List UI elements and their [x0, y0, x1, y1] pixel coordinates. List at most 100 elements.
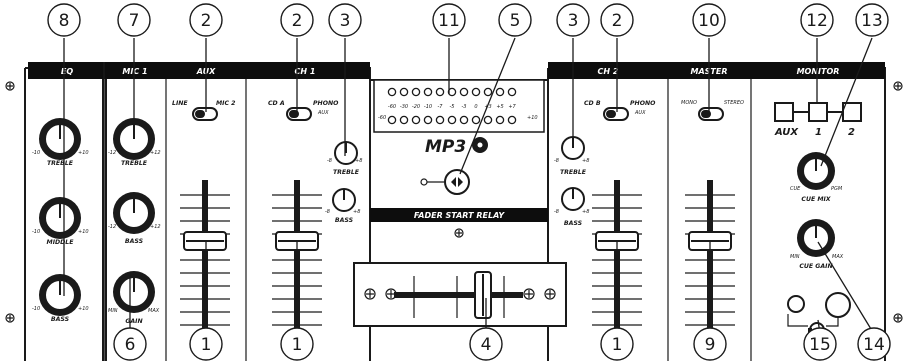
callout-2-aux: 2	[189, 3, 223, 37]
screw-icon	[893, 313, 903, 323]
mic1-treble-knob[interactable]	[113, 118, 155, 160]
monitor-header: MONITOR	[797, 67, 840, 76]
fader-start-band	[370, 208, 548, 222]
ch2-input-switch[interactable]	[603, 107, 629, 121]
eq-bass-min: -10	[32, 306, 40, 312]
ch1-switch-right-sub-label: AUX	[317, 110, 329, 116]
callout-15: 15	[803, 327, 837, 361]
meter-led-left-8	[483, 87, 493, 97]
cue-mix-knob[interactable]	[797, 152, 835, 190]
eq-middle-min: -10	[32, 229, 40, 235]
ch1-bass-knob[interactable]	[332, 188, 356, 212]
cue-gain-knob[interactable]	[797, 219, 835, 257]
eq-treble-knob[interactable]	[39, 118, 81, 160]
meter-led-right-10	[507, 115, 517, 125]
meter-right-label: +10	[527, 115, 538, 121]
master-switch-right-label: STEREO	[724, 100, 744, 106]
screw-icon	[454, 228, 464, 238]
ch1-switch-right-label: PHONO	[313, 100, 339, 107]
svg-text:9: 9	[705, 335, 716, 355]
callout-1-ch1: 1	[280, 327, 314, 361]
screw-icon	[893, 81, 903, 91]
svg-text:3: 3	[340, 11, 351, 31]
callout-14: 14	[857, 327, 891, 361]
callout-1-aux: 1	[189, 327, 223, 361]
ch1-bass-min: -8	[325, 209, 330, 215]
screw-icon	[364, 288, 376, 300]
meter-scale-label: -10	[424, 104, 432, 110]
mic1-treble-min: -12	[108, 150, 116, 156]
svg-text:10: 10	[698, 11, 720, 31]
meter-scale-label: -60	[388, 104, 396, 110]
aux-switch-right-label: MIC 2	[216, 100, 235, 107]
ch1-treble-knob[interactable]	[334, 141, 358, 165]
ch2-bass-max: +8	[582, 209, 589, 215]
meter-led-left-7	[471, 87, 481, 97]
meter-led-right-3	[423, 115, 433, 125]
mp3-logo: MP3	[425, 137, 466, 157]
svg-text:8: 8	[59, 11, 70, 31]
svg-text:1: 1	[201, 335, 212, 355]
monitor-source-2: 2	[848, 127, 855, 138]
aux-fader[interactable]	[180, 180, 230, 350]
ch2-switch-left-label: CD B	[584, 100, 601, 107]
ch1-input-switch[interactable]	[286, 107, 312, 121]
eq-bass-knob[interactable]	[39, 274, 81, 316]
meter-led-right-5	[447, 115, 457, 125]
meter-scale-label: +7	[508, 104, 516, 110]
aux-switch-left-label: LINE	[172, 100, 188, 107]
cue-gain-min: MIN	[790, 254, 800, 260]
ch2-bass-label: BASS	[564, 220, 583, 227]
monitor-source-1: 1	[815, 127, 822, 138]
mic1-header-band	[104, 62, 166, 79]
ch2-bass-knob[interactable]	[561, 187, 585, 211]
svg-text:4: 4	[481, 335, 492, 355]
callout-6: 6	[113, 327, 147, 361]
meter-led-right-8	[483, 115, 493, 125]
callout-4: 4	[469, 327, 503, 361]
svg-text:11: 11	[438, 11, 460, 31]
ch1-treble-min: -8	[327, 158, 332, 164]
svg-text:1: 1	[292, 335, 303, 355]
ch1-bass-label: BASS	[335, 217, 354, 224]
cue-gain-max: MAX	[832, 254, 844, 260]
eq-treble-min: -10	[32, 150, 40, 156]
svg-text:3: 3	[568, 11, 579, 31]
ch2-switch-right-label: PHONO	[630, 100, 656, 107]
ch2-treble-label: TREBLE	[560, 169, 587, 176]
monitor-source-selector[interactable]	[774, 102, 862, 122]
mono-stereo-switch[interactable]	[698, 107, 724, 121]
master-switch-left-label: MONO	[681, 100, 697, 106]
meter-led-left-0	[387, 87, 397, 97]
svg-text:5: 5	[510, 11, 521, 31]
callout-13: 13	[855, 3, 889, 37]
mic1-treble-max: +12	[150, 150, 161, 156]
screw-icon	[5, 81, 15, 91]
callout-11: 11	[432, 3, 466, 37]
meter-scale-label: -20	[412, 104, 420, 110]
ch1-header: CH 1	[295, 67, 316, 76]
ch2-treble-min: -8	[554, 158, 559, 164]
eq-middle-max: +10	[78, 229, 89, 235]
eq-middle-label: MIDDLE	[47, 239, 75, 246]
meter-led-right-9	[495, 115, 505, 125]
mic1-bass-knob[interactable]	[113, 192, 155, 234]
svg-text:12: 12	[806, 11, 828, 31]
mic1-bass-min: -12	[108, 224, 116, 230]
eq-header-band	[28, 62, 106, 79]
screw-icon	[523, 288, 535, 300]
mic1-gain-min: MIN	[108, 308, 118, 314]
callout-7: 7	[117, 3, 151, 37]
mic1-gain-knob[interactable]	[113, 271, 155, 313]
fader-start-connector[interactable]	[420, 169, 470, 195]
eq-bass-label: BASS	[51, 316, 70, 323]
aux-input-switch[interactable]	[192, 107, 218, 121]
svg-text:7: 7	[129, 11, 140, 31]
callout-9: 9	[693, 327, 727, 361]
headphone-jacks[interactable]	[787, 292, 851, 327]
eq-middle-knob[interactable]	[39, 197, 81, 239]
cue-mix-label: CUE MIX	[801, 196, 831, 203]
eq-header: EQ	[61, 67, 73, 76]
